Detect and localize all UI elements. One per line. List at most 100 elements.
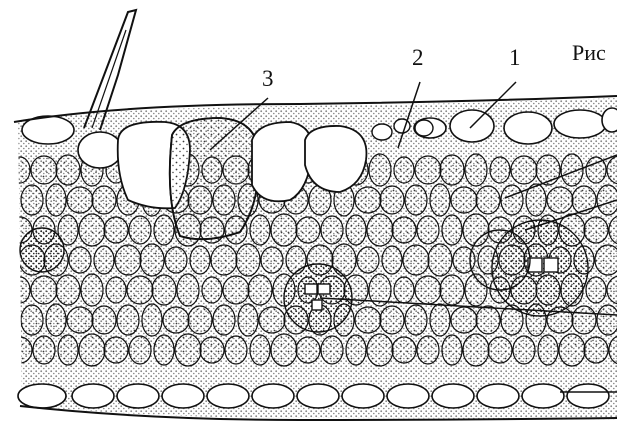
- mesophyll-cell: [355, 187, 381, 213]
- mesophyll-cell: [56, 155, 80, 185]
- mesophyll-cell: [296, 217, 320, 243]
- mesophyll-cell: [259, 307, 285, 333]
- mesophyll-cell: [177, 274, 199, 306]
- mesophyll-cell: [8, 337, 32, 363]
- mesophyll-cell: [382, 246, 402, 274]
- epidermal-cell: [207, 384, 249, 408]
- mesophyll-cell: [250, 335, 270, 365]
- mesophyll-cell: [69, 247, 91, 273]
- label-3: 3: [262, 66, 274, 91]
- label-1: 1: [509, 45, 521, 70]
- mesophyll-cell: [559, 334, 585, 366]
- mesophyll-cell: [79, 334, 105, 366]
- mesophyll-cell: [321, 336, 343, 364]
- mesophyll-cell: [595, 245, 617, 275]
- mesophyll-cell: [31, 276, 57, 304]
- mesophyll-cell: [211, 245, 237, 275]
- mesophyll-cell: [442, 335, 462, 365]
- epidermal-cell: [554, 110, 606, 138]
- mesophyll-cell: [440, 155, 464, 185]
- mesophyll-cell: [572, 306, 596, 334]
- epidermal-cell: [117, 384, 159, 408]
- mesophyll-cell: [511, 156, 537, 184]
- mesophyll-cell: [597, 185, 617, 215]
- mesophyll-cell: [21, 305, 43, 335]
- mesophyll-cell: [46, 184, 66, 216]
- mesophyll-cell: [440, 275, 464, 305]
- mesophyll-cell: [501, 185, 523, 215]
- mesophyll-cell: [200, 337, 224, 363]
- mesophyll-cell: [490, 157, 510, 183]
- epidermal-cell: [78, 132, 122, 168]
- mesophyll-cell: [442, 215, 462, 245]
- mesophyll-cell: [10, 157, 30, 183]
- label-2: 2: [412, 45, 424, 70]
- mesophyll-cell: [513, 336, 535, 364]
- mesophyll-cell: [451, 187, 477, 213]
- mesophyll-cell: [238, 304, 258, 336]
- mesophyll-cell: [415, 156, 441, 184]
- mesophyll-cell: [67, 307, 93, 333]
- mesophyll-cell: [346, 335, 366, 365]
- mesophyll-cell: [261, 247, 283, 273]
- mesophyll-cell: [106, 277, 126, 303]
- mesophyll-cell: [92, 306, 116, 334]
- mesophyll-cell: [142, 304, 162, 336]
- mesophyll-cell: [488, 337, 512, 363]
- mesophyll-cell: [451, 307, 477, 333]
- mesophyll-cell: [430, 184, 450, 216]
- mesophyll-cell: [405, 305, 427, 335]
- epidermal-cell: [567, 384, 609, 408]
- epidermal-cell: [297, 384, 339, 408]
- vascular-bundle-center: [284, 264, 352, 332]
- mesophyll-cell: [367, 214, 393, 246]
- mesophyll-cell: [140, 244, 164, 276]
- epidermal-cell: [162, 384, 204, 408]
- mesophyll-cell: [154, 215, 174, 245]
- mesophyll-cell: [94, 246, 114, 274]
- mesophyll-cell: [213, 305, 235, 335]
- mesophyll-cell: [380, 306, 404, 334]
- mesophyll-cell: [250, 215, 270, 245]
- mesophyll-cell: [188, 306, 212, 334]
- epidermal-cell: [252, 384, 294, 408]
- mesophyll-cell: [355, 307, 381, 333]
- mesophyll-cell: [367, 334, 393, 366]
- mesophyll-cell: [394, 277, 414, 303]
- mesophyll-cell: [31, 156, 57, 184]
- mesophyll-cell: [586, 277, 606, 303]
- mesophyll-cell: [572, 186, 596, 214]
- mesophyll-cell: [536, 155, 560, 185]
- mesophyll-cell: [190, 246, 210, 274]
- figure-caption: Рис: [572, 40, 606, 65]
- mesophyll-cell: [165, 247, 187, 273]
- mesophyll-cell: [417, 336, 439, 364]
- mesophyll-cell: [248, 275, 272, 305]
- mesophyll-cell: [152, 275, 176, 305]
- mesophyll-cell: [415, 276, 441, 304]
- mesophyll-cell: [271, 214, 297, 246]
- epidermal-cell: [342, 384, 384, 408]
- mesophyll-cell: [380, 186, 404, 214]
- mesophyll-cell: [417, 216, 439, 244]
- epidermal-cell: [504, 112, 552, 144]
- mesophyll-cell: [403, 245, 429, 275]
- mesophyll-cell: [394, 157, 414, 183]
- mesophyll-cell: [236, 244, 260, 276]
- mesophyll-cell: [296, 337, 320, 363]
- mesophyll-cell: [92, 186, 116, 214]
- epidermal-cell: [602, 108, 617, 132]
- mesophyll-cell: [175, 334, 201, 366]
- mesophyll-cell: [58, 335, 78, 365]
- mesophyll-cell: [392, 337, 416, 363]
- mesophyll-cell: [33, 336, 55, 364]
- mesophyll-cell: [154, 335, 174, 365]
- vascular-bundle-left: [20, 228, 64, 272]
- mesophyll-cell: [392, 217, 416, 243]
- mesophyll-cell: [223, 276, 249, 304]
- mesophyll-cell: [428, 244, 452, 276]
- mesophyll-cell: [321, 216, 343, 244]
- mesophyll-cell: [538, 335, 558, 365]
- epidermal-cell: [387, 384, 429, 408]
